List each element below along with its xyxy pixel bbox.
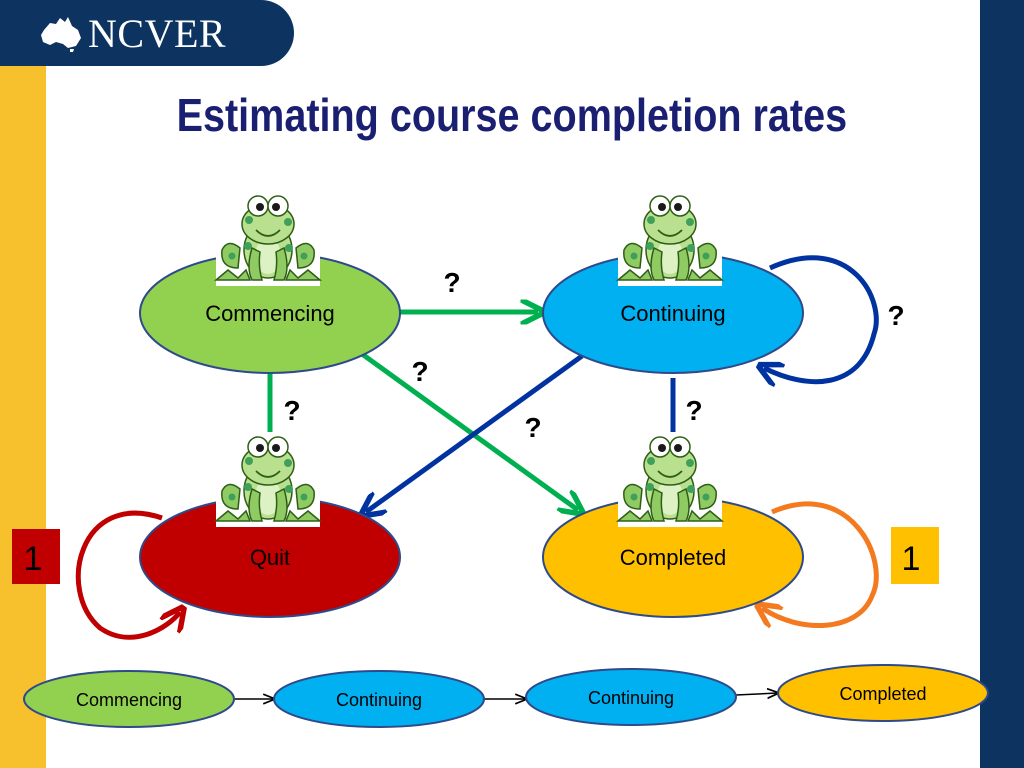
seq-arrow-3 xyxy=(735,693,778,695)
right-accent-bar xyxy=(980,0,1024,768)
state-label-continuing: Continuing xyxy=(620,301,725,326)
frog-icon xyxy=(617,436,723,528)
prob-continuing-to-quit: ? xyxy=(524,412,541,443)
loop-completed xyxy=(762,501,879,626)
left-accent-bar xyxy=(0,0,46,768)
state-label-completed: Completed xyxy=(620,545,726,570)
frog-icon xyxy=(617,195,723,287)
sequence-step xyxy=(777,664,989,722)
prob-commencing-to-quit: ? xyxy=(283,395,300,426)
sequence-step xyxy=(23,670,235,728)
prob-commencing-to-continuing: ? xyxy=(443,267,460,298)
page-title: Estimating course completion rates xyxy=(176,89,848,141)
sequence-step xyxy=(273,670,485,728)
prob-commencing-to-completed: ? xyxy=(411,356,428,387)
state-label-commencing: Commencing xyxy=(205,301,335,326)
sequence-step-label: Completed xyxy=(839,684,926,704)
sequence-step xyxy=(525,668,737,726)
arrow-continuing-to-quit xyxy=(366,353,584,512)
australia-map-icon xyxy=(41,17,81,52)
quit-prob-value: 1 xyxy=(24,540,43,578)
logo-text: NCVER xyxy=(88,11,227,56)
loop-quit xyxy=(75,510,180,640)
loop-continuing xyxy=(764,255,879,382)
sequence-step-label: Commencing xyxy=(76,690,182,710)
completed-prob-value: 1 xyxy=(902,540,921,578)
sequence-step-label: Continuing xyxy=(588,688,674,708)
completed-prob-box xyxy=(891,527,939,584)
frog-icon xyxy=(215,436,321,528)
prob-continuing-to-completed: ? xyxy=(685,395,702,426)
state-label-quit: Quit xyxy=(250,545,290,570)
sequence-step-label: Continuing xyxy=(336,690,422,710)
arrow-commencing-to-completed xyxy=(360,351,578,510)
quit-prob-box xyxy=(12,529,60,584)
frog-icon xyxy=(215,195,321,287)
logo-banner: NCVER xyxy=(0,0,294,66)
prob-continuing-loop: ? xyxy=(887,300,904,331)
